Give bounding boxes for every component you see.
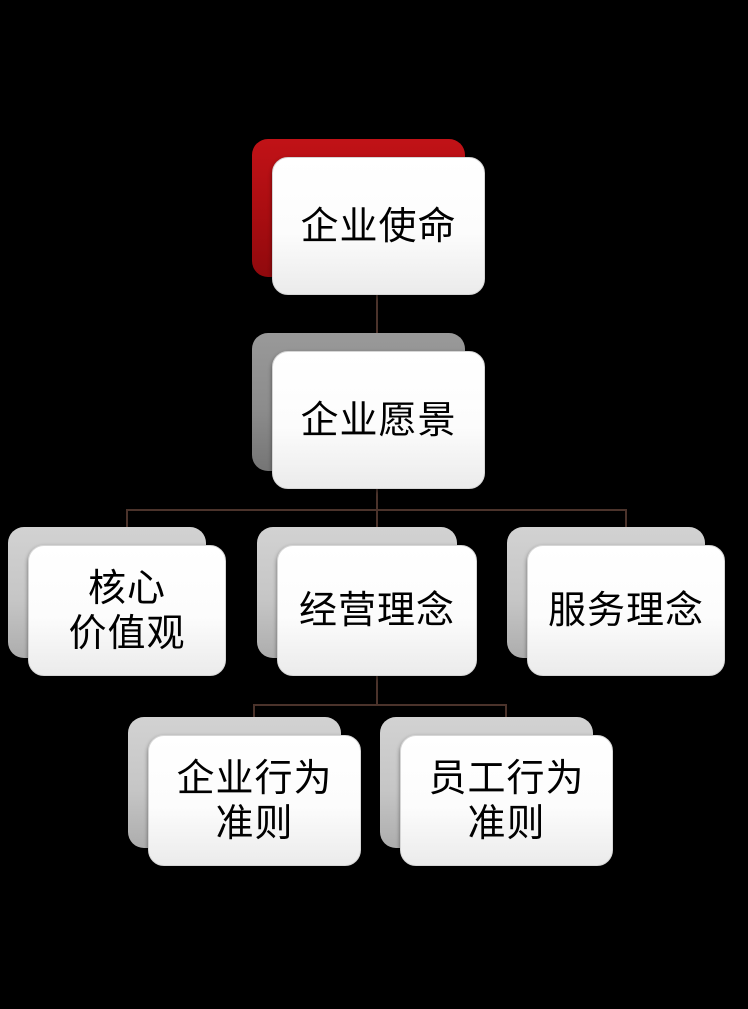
node-core-values: 核心 价值观 xyxy=(8,527,226,676)
node-mission: 企业使命 xyxy=(252,139,485,295)
node-corporate-conduct-card: 企业行为 准则 xyxy=(148,735,361,866)
node-employee-conduct-card: 员工行为 准则 xyxy=(400,735,613,866)
node-business-philosophy-label: 经营理念 xyxy=(298,588,455,633)
node-mission-card: 企业使命 xyxy=(272,157,485,295)
connector-mission-vision xyxy=(376,294,378,352)
node-core-values-label: 核心 价值观 xyxy=(68,565,186,655)
node-service-philosophy-card: 服务理念 xyxy=(527,545,725,676)
node-business-philosophy-card: 经营理念 xyxy=(277,545,477,676)
node-vision-card: 企业愿景 xyxy=(272,351,485,489)
node-employee-conduct: 员工行为 准则 xyxy=(380,717,613,866)
connector-vision-stem xyxy=(376,488,378,511)
connector-level4-horizontal xyxy=(253,704,507,706)
node-employee-conduct-label: 员工行为 准则 xyxy=(428,755,585,845)
connector-business-stem xyxy=(376,676,378,706)
node-mission-label: 企业使命 xyxy=(300,203,457,248)
node-business-philosophy: 经营理念 xyxy=(257,527,477,676)
node-vision-label: 企业愿景 xyxy=(300,397,457,442)
node-core-values-card: 核心 价值观 xyxy=(28,545,226,676)
node-vision: 企业愿景 xyxy=(252,333,485,489)
node-service-philosophy-label: 服务理念 xyxy=(547,588,704,633)
node-corporate-conduct: 企业行为 准则 xyxy=(128,717,361,866)
node-service-philosophy: 服务理念 xyxy=(507,527,725,676)
node-corporate-conduct-label: 企业行为 准则 xyxy=(176,755,333,845)
